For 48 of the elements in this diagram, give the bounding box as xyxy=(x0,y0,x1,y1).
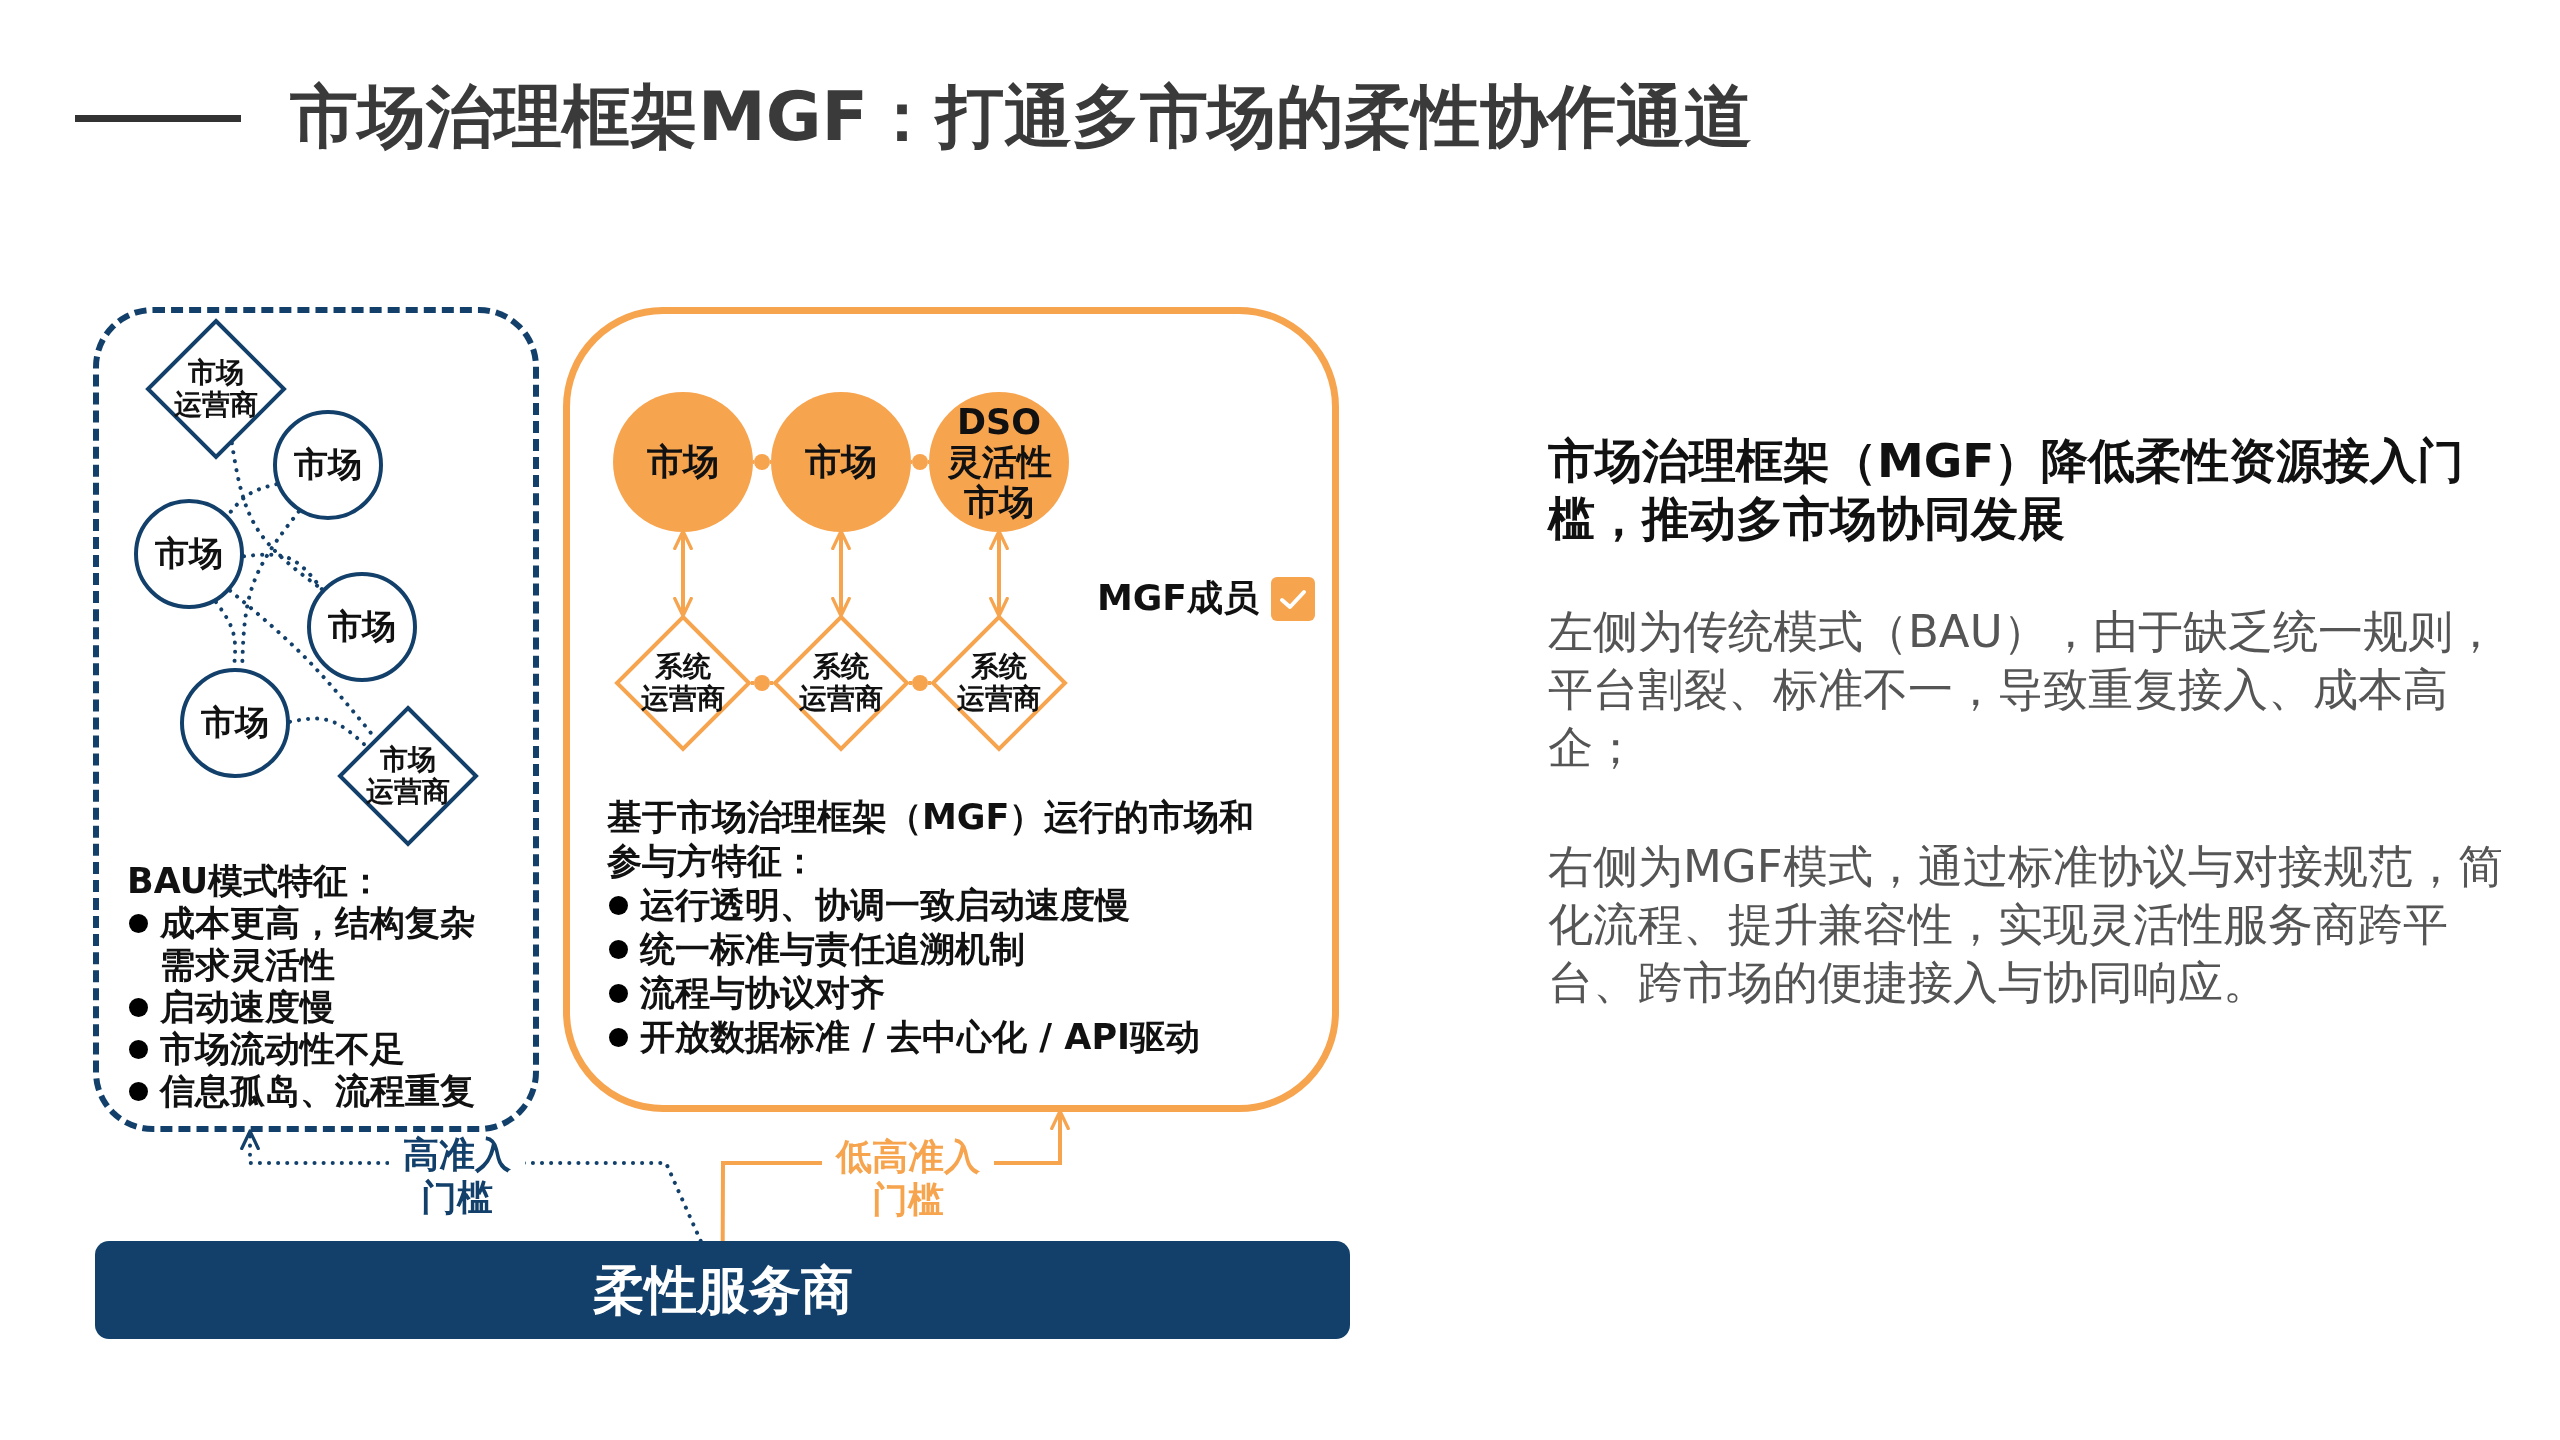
panel-heading: 市场治理框架（MGF）降低柔性资源接入门槛，推动多市场协同发展 xyxy=(1548,432,2466,548)
node-label: 系统运营商 xyxy=(641,650,725,716)
bullet-text: 启动速度慢 xyxy=(160,986,335,1028)
joint-dot xyxy=(912,675,928,691)
dotted-connector xyxy=(241,552,324,592)
bullet-text: 运行透明、协调一致启动速度慢 xyxy=(640,884,1130,927)
double-arrow xyxy=(989,529,1009,618)
body-paragraph: 右侧为MGF模式，通过标准协议与对接规范，简化流程、提升兼容性，实现灵活性服务商跨平台、跨市场的便捷接入与协同响应。 xyxy=(1548,839,2504,1011)
operator-diamond xyxy=(615,615,751,751)
dashed-group-panel xyxy=(93,307,539,1132)
node-label: 市场 xyxy=(201,703,269,743)
node-label: DSO灵活性市场 xyxy=(946,401,1052,523)
node-label: 系统运营商 xyxy=(957,650,1041,716)
joint-dot xyxy=(754,454,770,470)
bullet-text: 信息孤岛、流程重复 xyxy=(160,1070,475,1112)
operator-diamond xyxy=(773,615,909,751)
node-label: 市场 xyxy=(805,441,877,483)
operator-diamond xyxy=(338,706,478,846)
node-label: 市场 xyxy=(294,445,362,485)
joint-dot xyxy=(912,454,928,470)
connector-line xyxy=(908,681,913,685)
joint-dot xyxy=(754,675,770,691)
node-label: 市场 xyxy=(647,441,719,483)
node-label: 柔性服务商 xyxy=(592,1258,853,1322)
list-heading: BAU模式特征： xyxy=(127,860,385,902)
bullet-text: 市场流动性不足 xyxy=(160,1028,405,1070)
connector-line xyxy=(750,681,755,685)
node-label: 系统运营商 xyxy=(799,650,883,716)
legend-label: MGF成员 xyxy=(1097,576,1259,620)
double-arrow xyxy=(831,529,851,618)
body-paragraph: 左侧为传统模式（BAU），由于缺乏统一规则，平台割裂、标准不一，导致重复接入、成本高企； xyxy=(1548,604,2499,776)
list-heading: 基于市场治理框架（MGF）运行的市场和参与方特征： xyxy=(607,796,1256,883)
connector-line xyxy=(769,681,774,685)
bullet-text: 统一标准与责任追溯机制 xyxy=(640,928,1025,971)
group-panel xyxy=(563,307,1339,1112)
provider-bar xyxy=(95,1241,1350,1339)
node-label: 市场运营商 xyxy=(366,743,450,809)
connector-line xyxy=(927,681,932,685)
node-label: 市场 xyxy=(328,607,396,647)
operator-diamond xyxy=(931,615,1067,751)
bullet-text: 成本更高，结构复杂需求灵活性 xyxy=(160,902,476,986)
double-arrow xyxy=(673,529,693,618)
bullet-text: 流程与协议对齐 xyxy=(640,972,885,1015)
node-label: 市场运营商 xyxy=(174,356,258,422)
operator-diamond xyxy=(146,319,286,459)
node-label: 市场 xyxy=(155,534,223,574)
slide-title: 市场治理框架MGF：打通多市场的柔性协作通道 xyxy=(290,76,1752,158)
bullet-text: 开放数据标准 / 去中心化 / API驱动 xyxy=(640,1016,1201,1059)
